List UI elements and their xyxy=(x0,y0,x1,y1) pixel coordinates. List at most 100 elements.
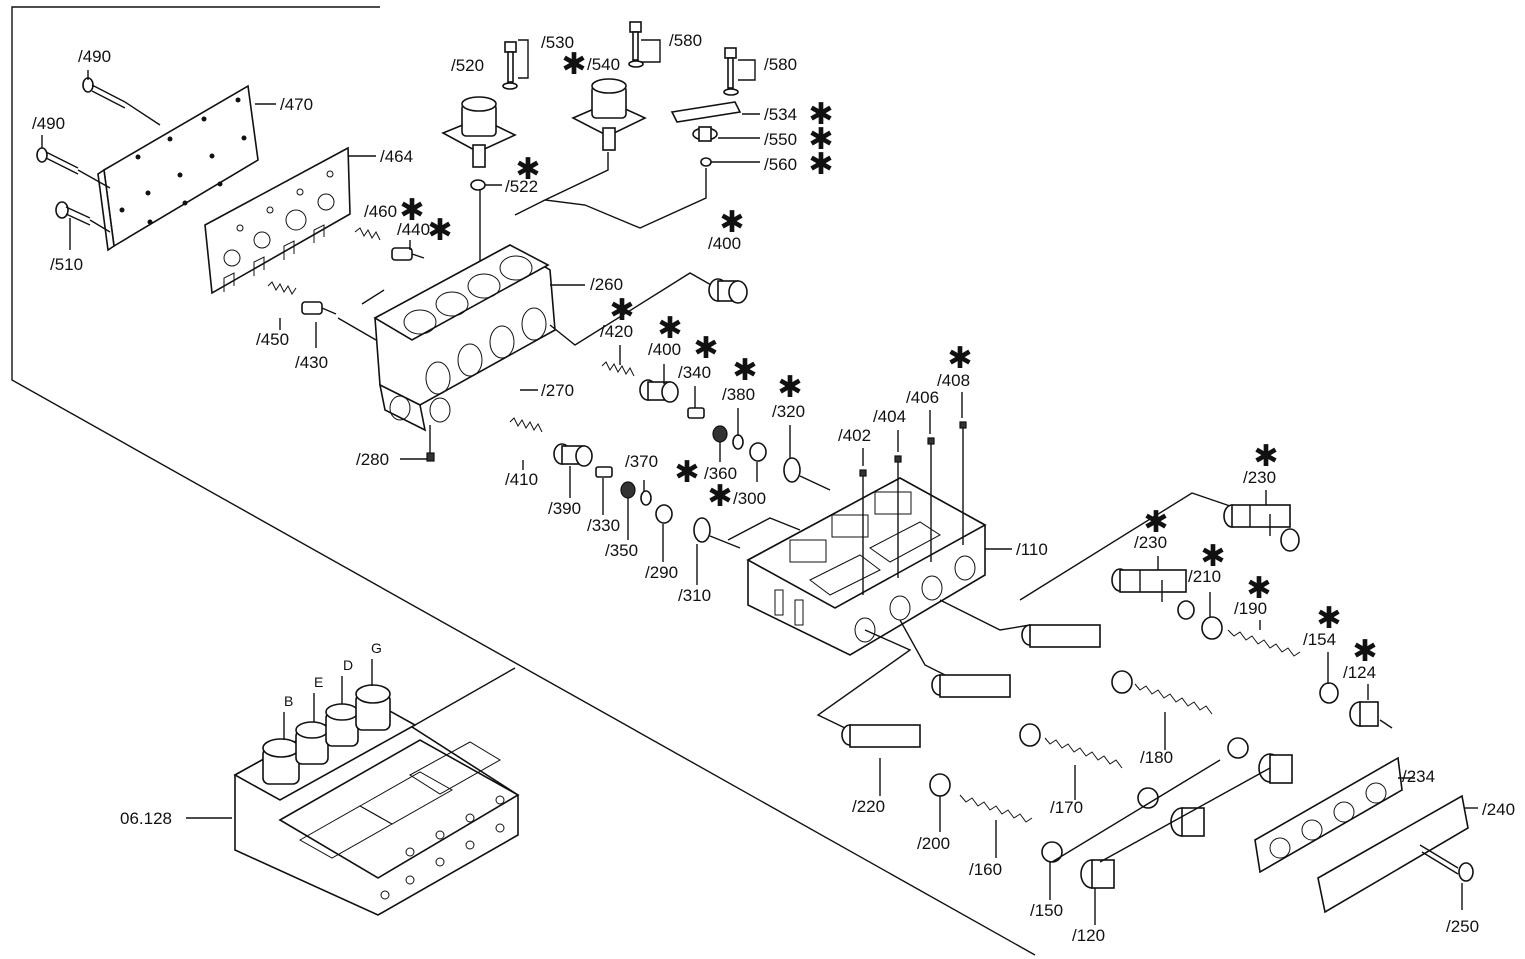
cap-150 xyxy=(1041,841,1063,863)
asterisk-s300: ✱ xyxy=(707,479,732,514)
callout-580a: /580 xyxy=(669,31,702,50)
callout-440: /440 xyxy=(397,220,430,239)
callout-370: /370 xyxy=(625,452,658,471)
sleeve-390 xyxy=(553,443,593,467)
callout-400b: /400 xyxy=(648,340,681,359)
spring-160 xyxy=(959,794,1033,823)
cap-right xyxy=(1227,737,1249,759)
ring-560 xyxy=(700,157,712,167)
coil-G xyxy=(355,684,391,731)
callout-340: /340 xyxy=(678,363,711,382)
ring-380 xyxy=(732,434,744,450)
asterisk-s340: ✱ xyxy=(693,331,718,366)
asterisk-s210: ✱ xyxy=(1200,539,1225,574)
washer-350 xyxy=(620,481,636,499)
callout-230a: /230 xyxy=(1243,468,1276,487)
callout-406: /406 xyxy=(906,388,939,407)
coil-letter-G: G xyxy=(371,640,382,656)
plug-120 xyxy=(1080,859,1115,889)
valve-290 xyxy=(655,504,673,524)
bolt-490-mid xyxy=(36,147,111,189)
callout-200: /200 xyxy=(917,834,950,853)
pin-340 xyxy=(687,407,705,419)
leader-400a xyxy=(549,272,721,346)
callout-124: /124 xyxy=(1343,663,1376,682)
bolt-510 xyxy=(55,201,111,233)
piston-430 xyxy=(301,301,337,315)
plug-right-lower xyxy=(1170,807,1205,837)
plug-124 xyxy=(1349,701,1393,729)
callout-522: /522 xyxy=(505,177,538,196)
callout-530: /530 xyxy=(541,33,574,52)
plug-280 xyxy=(426,452,435,462)
asterisk-s540: ✱ xyxy=(561,47,586,82)
callout-520: /520 xyxy=(451,56,484,75)
asterisk-s440: ✱ xyxy=(427,213,452,248)
plunger-center xyxy=(931,674,1041,747)
asterisk-s230b: ✱ xyxy=(1143,505,1168,540)
screw-530 xyxy=(502,41,518,90)
gasket-464 xyxy=(204,146,351,295)
assembly-06128 xyxy=(233,684,520,916)
asterisk-s522: ✱ xyxy=(515,152,540,187)
callout-402: /402 xyxy=(838,426,871,445)
callout-390: /390 xyxy=(548,499,581,518)
callout-290: /290 xyxy=(645,563,678,582)
callout-170: /170 xyxy=(1050,798,1083,817)
asterisk-s408: ✱ xyxy=(947,341,972,376)
callout-404: /404 xyxy=(873,407,906,426)
cover-plate-240 xyxy=(1317,794,1469,914)
plunger-230-lower xyxy=(1111,568,1195,620)
plug-right-upper xyxy=(1258,753,1293,784)
spring-170 xyxy=(1044,737,1123,769)
asterisk-s420: ✱ xyxy=(609,293,634,328)
callout-400a: /400 xyxy=(708,234,741,253)
plug-154 xyxy=(1319,682,1339,704)
callout-310: /310 xyxy=(678,586,711,605)
asterisk-s370: ✱ xyxy=(674,455,699,490)
asterisk-s400a: ✱ xyxy=(719,205,744,240)
callout-300: /300 xyxy=(733,489,766,508)
plunger-230-top xyxy=(1223,504,1300,552)
coil-letter-B: B xyxy=(284,693,293,709)
callout-450: /450 xyxy=(256,330,289,349)
callout-550: /550 xyxy=(764,130,797,149)
asterisk-s320: ✱ xyxy=(777,370,802,405)
callout-490a: /490 xyxy=(78,47,111,66)
housing-260 xyxy=(373,244,556,432)
bracket-534 xyxy=(670,101,742,123)
washer-360 xyxy=(712,425,728,443)
callout-490b: /490 xyxy=(32,114,65,133)
solenoid-520 xyxy=(441,96,517,168)
callout-410: /410 xyxy=(505,470,538,489)
plug-210 xyxy=(1201,616,1223,640)
spring-410 xyxy=(509,417,543,433)
sleeve-400-mid xyxy=(639,379,679,403)
spring-460 xyxy=(354,227,381,241)
callout-470: /470 xyxy=(280,95,313,114)
ring-370 xyxy=(640,490,652,506)
callout-110: /110 xyxy=(1016,540,1048,559)
solenoid-540 xyxy=(571,78,647,151)
callout-380: /380 xyxy=(722,385,755,404)
valve-300 xyxy=(749,442,767,462)
spring-190 xyxy=(1227,629,1301,657)
pins-402-408 xyxy=(859,392,967,595)
coil-letter-E: E xyxy=(314,674,323,690)
callout-270: /270 xyxy=(541,381,574,400)
callout-420: /420 xyxy=(600,322,633,341)
asterisk-s550: ✱ xyxy=(808,122,833,157)
asterisk-markers: ✱✱✱✱✱✱✱✱✱✱✱✱✱✱✱✱✱✱✱✱✱✱ xyxy=(399,47,1377,669)
callout-260: /260 xyxy=(590,275,623,294)
cover-plate-470 xyxy=(97,84,259,252)
callout-234: /234 xyxy=(1402,767,1435,786)
asterisk-s400b: ✱ xyxy=(657,311,682,346)
callout-190: /190 xyxy=(1234,599,1267,618)
callout-240: /240 xyxy=(1482,800,1515,819)
asterisk-s230a: ✱ xyxy=(1253,439,1278,474)
gasket-234 xyxy=(1254,756,1403,874)
frame-border xyxy=(11,6,1036,956)
spring-420 xyxy=(601,361,635,377)
